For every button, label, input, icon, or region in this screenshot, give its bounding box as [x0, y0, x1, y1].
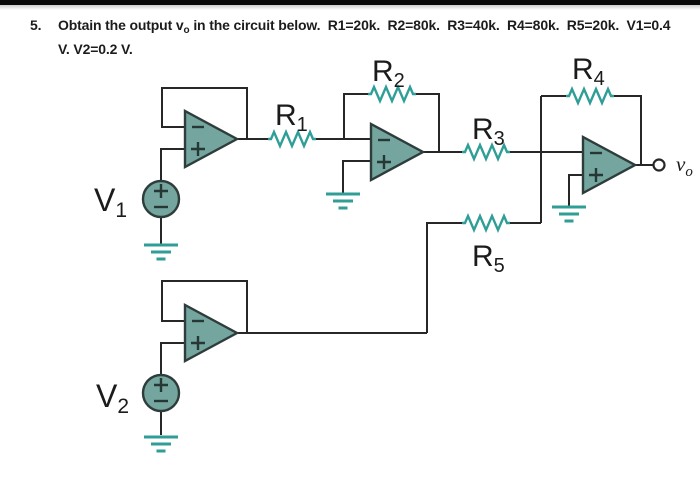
label-v2-sub: 2: [117, 395, 129, 418]
opamp4-noninv-wire: [160, 342, 185, 375]
r2-feedback-wire: [343, 93, 440, 152]
output-terminal: [652, 158, 666, 172]
label-v2: V2: [96, 378, 129, 418]
label-v2-main: V: [96, 378, 118, 414]
problem-line-1: Obtain the output vo in the circuit belo…: [58, 16, 671, 40]
label-r5-main: R: [472, 240, 494, 273]
top-bar-shadow: [0, 5, 700, 10]
v1-circle: [141, 179, 181, 219]
label-r3-sub: 3: [494, 128, 505, 150]
resistor-r5: [462, 212, 510, 234]
ground-opamp3-bars: [552, 205, 586, 223]
r4-feedback-wire: [541, 95, 642, 165]
problem-text: Obtain the output vo in the circuit belo…: [58, 16, 671, 59]
label-r1-sub: 1: [297, 114, 308, 136]
label-r5-sub: 5: [494, 255, 505, 277]
problem-line1-prefix: Obtain the output v: [58, 17, 184, 33]
opamp4-triangle: [183, 302, 240, 364]
opamp2-triangle: [369, 121, 426, 183]
label-r1-main: R: [275, 99, 297, 132]
opamp4-noninverting-symbol: [191, 336, 205, 350]
label-vout-main: v: [676, 152, 686, 176]
resistor-r4: [566, 85, 614, 107]
r5-branch-wire: [426, 222, 541, 333]
label-r3: R3: [472, 113, 505, 150]
label-v1-sub: 1: [115, 199, 127, 222]
resistor-r2: [368, 83, 416, 105]
problem-statement: 5. Obtain the output vo in the circuit b…: [30, 16, 671, 59]
label-r4-sub: 4: [594, 68, 605, 90]
opamp2-inverting-amp: [369, 121, 426, 183]
opamp1-noninverting-symbol: [191, 142, 205, 156]
ground-opamp2-bars: [326, 192, 360, 210]
v1-plus-symbol: [154, 184, 168, 198]
resistor-r1: [268, 128, 316, 150]
v2-circle: [141, 373, 181, 413]
opamp2-noninv-wire: [342, 160, 371, 193]
ground-v1-bars: [144, 243, 178, 261]
v2-plus-symbol: [154, 378, 168, 392]
vsource-v1: [141, 179, 181, 219]
problem-line1-suffix: in the circuit below. R1=20k. R2=80k. R3…: [189, 17, 671, 33]
resistor-r3: [462, 141, 510, 163]
opamp1-buffer: [183, 108, 240, 170]
resistor-r5-zigzag: [462, 212, 510, 234]
opamp2-noninverting-symbol: [377, 155, 391, 169]
resistor-r2-zigzag: [368, 83, 416, 105]
label-vout-sub: o: [685, 164, 693, 180]
ground-opamp2: [326, 192, 360, 210]
label-r3-main: R: [472, 113, 494, 146]
label-v1-main: V: [94, 182, 116, 218]
opamp1-noninv-wire: [160, 148, 185, 181]
vsource-v2: [141, 373, 181, 413]
label-r2-sub: 2: [394, 70, 405, 92]
label-r2: R2: [372, 55, 405, 92]
label-r1: R1: [275, 99, 308, 136]
opamp1-triangle: [183, 108, 240, 170]
ground-v2: [144, 435, 178, 453]
opamp4-buffer: [183, 302, 240, 364]
vo-subscript: o: [183, 25, 190, 36]
top-bar: [0, 0, 700, 5]
label-r5: R5: [472, 240, 505, 277]
resistor-r1-zigzag: [268, 128, 316, 150]
opamp3-noninverting-symbol: [589, 168, 603, 182]
label-r2-main: R: [372, 55, 394, 88]
ground-v1: [144, 243, 178, 261]
opamp3-triangle: [581, 134, 638, 196]
label-vout: vo: [676, 152, 693, 180]
resistor-r3-zigzag: [462, 141, 510, 163]
label-r4: R4: [572, 53, 605, 90]
opamp3-output-amp: [581, 134, 638, 196]
resistor-r4-zigzag: [566, 85, 614, 107]
ground-opamp3: [552, 205, 586, 223]
label-v1: V1: [94, 182, 127, 222]
opamp4-feedback-wire: [161, 280, 248, 333]
problem-line-2: V. V2=0.2 V.: [58, 41, 133, 57]
wires: [160, 87, 653, 435]
opamp3-noninv-wire: [568, 174, 583, 206]
ground-v2-bars: [144, 435, 178, 453]
opamp1-feedback-wire: [161, 87, 248, 139]
problem-number: 5.: [30, 17, 42, 33]
label-r4-main: R: [572, 53, 594, 86]
